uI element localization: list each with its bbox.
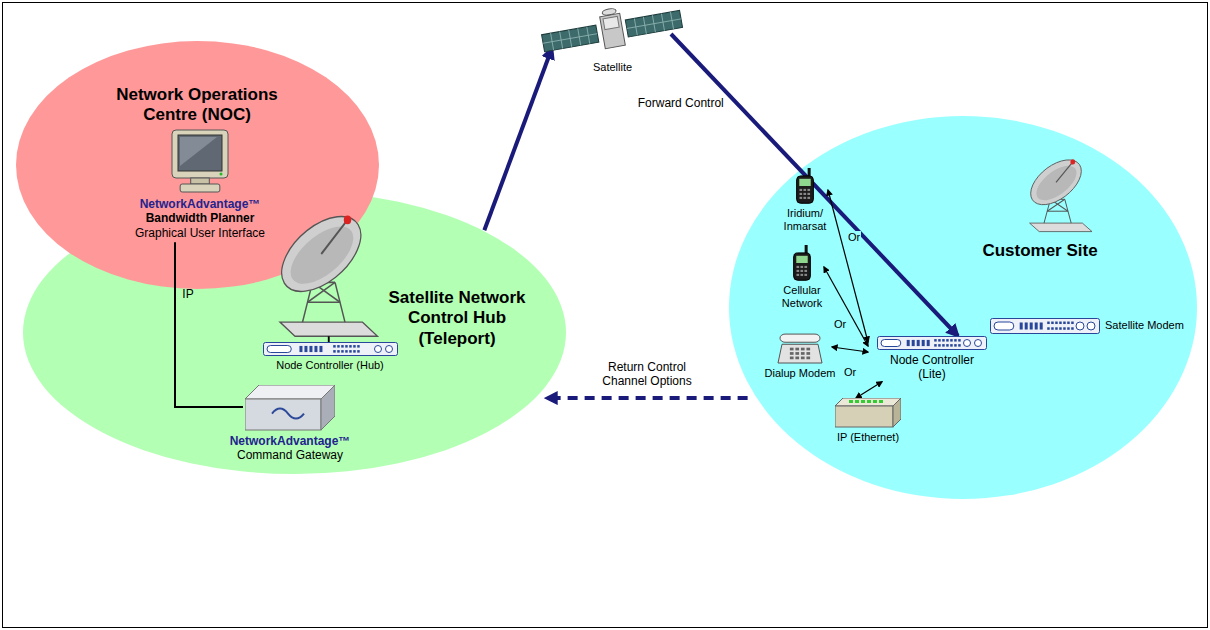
device-label: Graphical User Interface bbox=[105, 226, 295, 240]
device-label: Iridium/ Inmarsat bbox=[772, 207, 838, 233]
cell-phone: Cellular Network bbox=[770, 245, 834, 310]
connector bbox=[484, 48, 552, 230]
rack-device: Satellite Modem bbox=[990, 318, 1195, 334]
option-label: Or bbox=[833, 318, 847, 331]
device-label: Bandwidth Planner bbox=[105, 211, 295, 225]
device-label: Satellite bbox=[540, 61, 685, 74]
satellite-icon bbox=[540, 4, 685, 58]
satellite: Satellite bbox=[540, 4, 685, 74]
workstation: NetworkAdvantage™Bandwidth PlannerGraphi… bbox=[105, 128, 295, 240]
rack-device: Node Controller (Lite) bbox=[868, 336, 996, 382]
region-ellipse: Satellite Network Control Hub (Teleport)… bbox=[22, 190, 567, 475]
rack-device: Node Controller (Hub) bbox=[250, 342, 410, 372]
device-label: Satellite Modem bbox=[1105, 319, 1184, 332]
device-label: Dialup Modem bbox=[762, 367, 838, 380]
server: NetworkAdvantage™Command Gateway bbox=[225, 385, 355, 463]
device-label: Node Controller (Lite) bbox=[882, 353, 982, 382]
connector-label: IP bbox=[180, 287, 195, 301]
dialup-modem: Dialup Modem bbox=[762, 330, 838, 380]
region-title: Network Operations Centre (NOC) bbox=[97, 85, 297, 126]
region-ellipse: Customer Site Iridium/ InmarsatCellular N… bbox=[728, 115, 1198, 500]
rack-device-icon bbox=[990, 318, 1100, 334]
workstation-icon bbox=[169, 128, 231, 194]
server-icon bbox=[245, 385, 335, 431]
option-label: Or bbox=[847, 231, 861, 244]
device-label: NetworkAdvantage™ bbox=[105, 197, 295, 211]
dialup-modem-icon bbox=[777, 330, 823, 364]
connector bbox=[546, 396, 747, 400]
device-label: Node Controller (Hub) bbox=[250, 359, 410, 372]
connector-label: Return Control Channel Options bbox=[591, 360, 703, 389]
satellite-dish bbox=[265, 200, 390, 342]
region-title: Satellite Network Control Hub (Teleport) bbox=[367, 288, 547, 349]
rack-device-icon bbox=[877, 336, 987, 350]
connector-label: Forward Control bbox=[636, 96, 726, 110]
device-label: Cellular Network bbox=[770, 284, 834, 310]
satellite-phone: Iridium/ Inmarsat bbox=[772, 168, 838, 233]
ethernet-device-icon bbox=[835, 398, 901, 428]
satellite-dish bbox=[1020, 150, 1100, 235]
device-label: IP (Ethernet) bbox=[826, 431, 910, 444]
region-title: Customer Site bbox=[960, 241, 1120, 261]
option-label: Or bbox=[843, 366, 857, 379]
cell-phone-icon bbox=[791, 245, 813, 281]
device-label: Command Gateway bbox=[225, 448, 355, 462]
satellite-phone-icon bbox=[794, 168, 816, 204]
region-ellipse: Network Operations Centre (NOC)NetworkAd… bbox=[15, 40, 380, 290]
region-outline bbox=[15, 40, 380, 290]
device-label: NetworkAdvantage™ bbox=[225, 434, 355, 448]
rack-device-icon bbox=[263, 342, 398, 356]
ethernet-device: IP (Ethernet) bbox=[826, 398, 910, 444]
